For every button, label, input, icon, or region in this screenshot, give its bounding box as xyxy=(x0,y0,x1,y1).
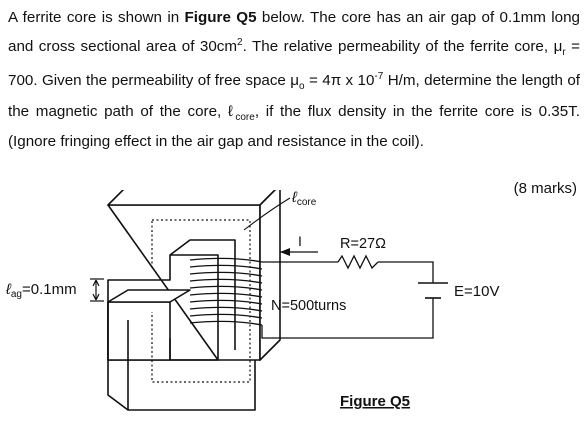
l-core-label: ℓcore xyxy=(291,190,317,208)
turns-label: N=500turns xyxy=(271,298,346,314)
magnetic-path xyxy=(151,219,251,383)
circuit-wires xyxy=(261,261,434,339)
coil-windings xyxy=(189,257,263,326)
core-top-face xyxy=(107,190,277,206)
emf-label: E=10V xyxy=(454,283,499,300)
air-gap-label: ℓag=0.1mm xyxy=(5,281,77,300)
core-right-face xyxy=(259,190,281,361)
resistor-label: R=27Ω xyxy=(340,236,386,252)
figure-q5: ℓcore I R=27Ω E=10V N=500turns ℓag=0.1mm… xyxy=(5,190,499,411)
marks-label: (8 marks) xyxy=(513,180,577,197)
air-gap-arrow xyxy=(90,278,104,302)
figure-caption: Figure Q5 xyxy=(340,393,410,410)
core-lower-block xyxy=(107,289,191,303)
l-core-leader xyxy=(243,197,291,231)
resistor-symbol xyxy=(337,254,379,270)
question-text: A ferrite core is shown in Figure Q5 bel… xyxy=(8,9,581,151)
core-window-inner xyxy=(169,239,236,350)
current-label: I xyxy=(298,233,302,249)
figure-reference: Figure Q5 xyxy=(184,9,257,26)
